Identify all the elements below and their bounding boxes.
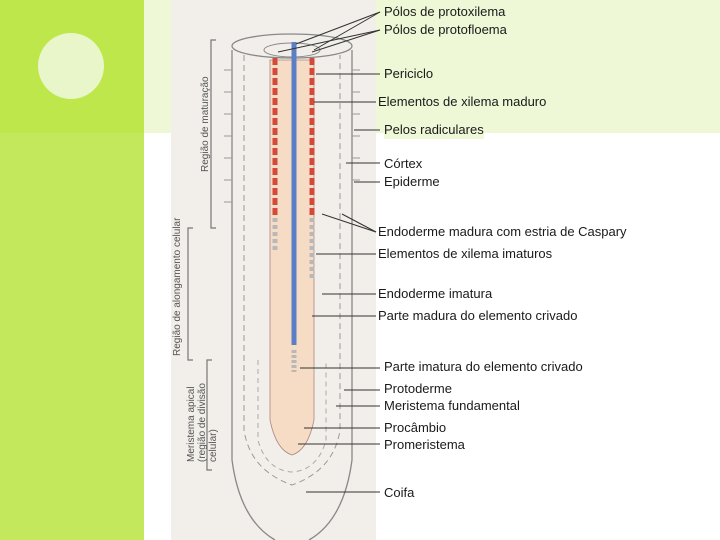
maturation-bracket (211, 40, 216, 228)
elongation-bracket (188, 228, 193, 360)
label-immature-endodermis: Endoderme imatura (378, 285, 492, 303)
label-cortex: Córtex (384, 155, 422, 173)
label-root-cap: Coifa (384, 484, 424, 502)
label-root-hairs: Pelos radiculares (384, 121, 484, 139)
label-mature-endodermis: Endoderme madura com estria de Caspary (378, 223, 627, 241)
label-protophloem: Pólos de protofloema (384, 21, 507, 39)
label-epidermis: Epiderme (384, 173, 440, 191)
label-promeristem: Promeristema (384, 436, 465, 454)
label-procambium: Procâmbio (384, 419, 446, 437)
label-immature-sieve: Parte imatura do elemento crivado (384, 358, 583, 376)
maturation-region-label: Região de maturação (200, 76, 211, 172)
elongation-region-label: Região de alongamento celular (172, 218, 183, 356)
label-protoderm: Protoderme (384, 380, 452, 398)
label-ground-meristem: Meristema fundamental (384, 397, 520, 415)
meristem-region-label: Meristema apical (região de divisão celu… (186, 362, 219, 462)
label-mature-xylem: Elementos de xilema maduro (378, 93, 546, 111)
label-immature-xylem: Elementos de xilema imaturos (378, 245, 552, 263)
label-pericycle: Periciclo (384, 65, 433, 83)
label-protoxylem: Pólos de protoxilema (384, 3, 505, 21)
label-mature-sieve: Parte madura do elemento crivado (378, 307, 577, 325)
